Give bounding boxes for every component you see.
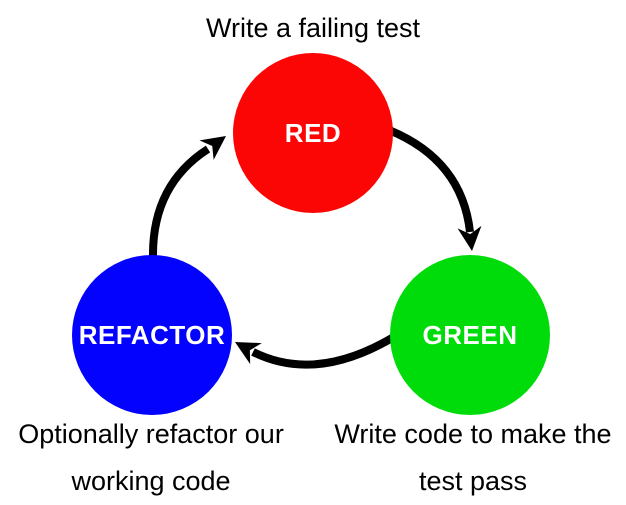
node-refactor: REFACTOR: [72, 255, 232, 415]
arrow-red-to-green: [387, 126, 474, 233]
arrowhead-green-to-refactor-icon: [235, 342, 262, 365]
caption-line: Write a failing test: [205, 13, 421, 43]
node-red-label: RED: [284, 117, 342, 148]
node-green-label: GREEN: [422, 319, 518, 350]
caption-optionally-refactor: Optionally refactor our working code: [0, 411, 302, 505]
caption-line: test pass: [418, 466, 528, 496]
caption-line: Write code to make the: [334, 419, 612, 449]
node-red: RED: [233, 53, 393, 213]
arrowhead-red-to-green-icon: [457, 225, 482, 251]
caption-write-failing-test: Write a failing test: [0, 5, 626, 52]
arrowhead-refactor-to-red-icon: [199, 136, 226, 160]
node-green: GREEN: [390, 255, 550, 415]
caption-line: Optionally refactor our: [18, 419, 284, 449]
caption-line: working code: [71, 466, 231, 496]
arrow-green-to-refactor: [251, 334, 395, 369]
node-refactor-label: REFACTOR: [78, 319, 226, 350]
arrow-refactor-to-red: [148, 145, 211, 258]
caption-write-code-pass: Write code to make the test pass: [320, 411, 626, 505]
